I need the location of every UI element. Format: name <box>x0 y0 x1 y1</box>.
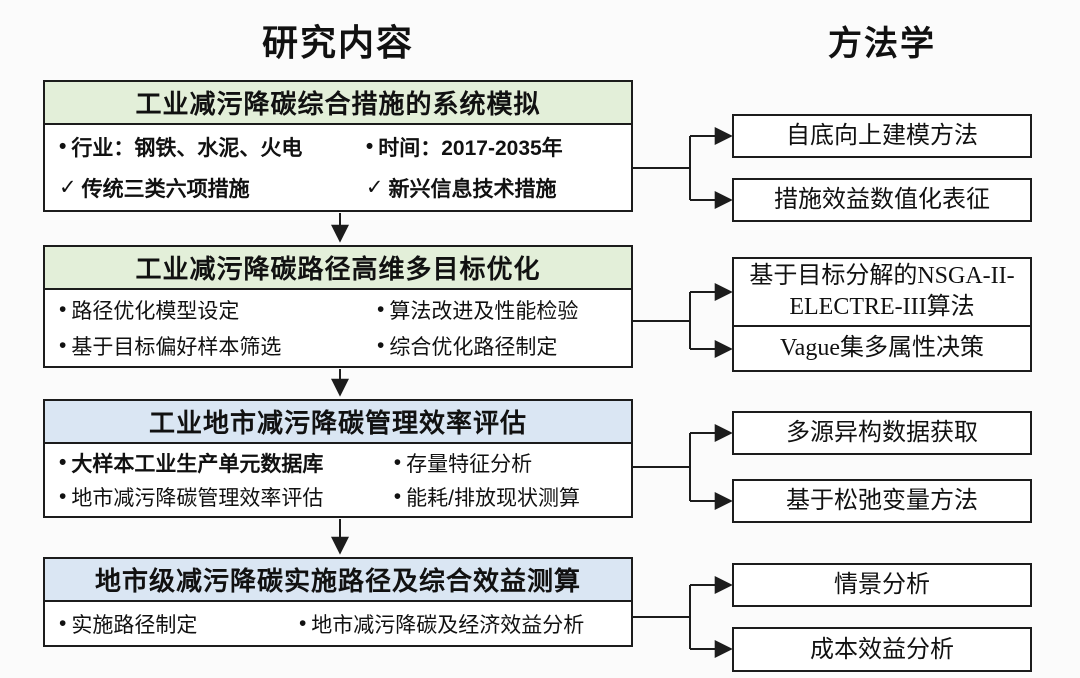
section-2-header: 工业减污降碳路径高维多目标优化 <box>45 247 631 290</box>
branch-section-4 <box>633 585 691 649</box>
item-text: 算法改进及性能检验 <box>389 300 579 323</box>
bullet-icon: • <box>59 334 67 357</box>
bullet-icon: • <box>59 485 67 508</box>
section-1-row-2: ✓ 传统三类六项措施 ✓ 新兴信息技术措施 <box>45 168 631 209</box>
item-text: 行业：钢铁、水泥、火电 <box>71 137 303 161</box>
item-text: 时间：2017-2035年 <box>378 137 563 161</box>
section-2-row-2: • 基于目标偏好样本筛选 • 综合优化路径制定 <box>45 328 631 364</box>
item-text: 综合优化路径制定 <box>389 336 558 359</box>
column-title-methodology: 方法学 <box>828 25 936 63</box>
method-label: 情景分析 <box>834 571 930 599</box>
bullet-icon: • <box>377 334 385 357</box>
method-label: 基于目标分解的NSGA-II-ELECTRE-III算法 <box>749 262 1015 320</box>
checkmark-icon: ✓ <box>59 176 77 200</box>
bullet-icon: • <box>59 298 67 321</box>
item-text: 大样本工业生产单元数据库 <box>71 453 324 476</box>
branch-section-2 <box>633 292 691 349</box>
list-item: • 行业：钢铁、水泥、火电 <box>59 132 366 162</box>
method-box-multi-source-data: 多源异构数据获取 <box>732 411 1032 455</box>
research-box-multiobjective-optimization: 工业减污降碳路径高维多目标优化 • 路径优化模型设定 • 算法改进及性能检验 •… <box>43 245 633 368</box>
list-item: • 大样本工业生产单元数据库 <box>59 448 394 478</box>
item-text: 能耗/排放现状测算 <box>406 487 580 510</box>
method-box-nsga-ii-electre-iii: 基于目标分解的NSGA-II-ELECTRE-III算法 <box>732 257 1032 327</box>
method-label: 措施效益数值化表征 <box>774 186 990 214</box>
list-item: • 时间：2017-2035年 <box>366 132 563 162</box>
section-1-header: 工业减污降碳综合措施的系统模拟 <box>45 82 631 125</box>
bullet-icon: • <box>298 611 307 635</box>
method-label: Vague集多属性决策 <box>780 334 984 361</box>
item-text: 存量特征分析 <box>406 453 533 476</box>
method-box-scenario-analysis: 情景分析 <box>732 563 1032 607</box>
method-box-measure-benefit-quantification: 措施效益数值化表征 <box>732 178 1032 222</box>
bullet-icon: • <box>365 135 374 159</box>
bullet-icon: • <box>393 451 402 474</box>
branch-section-3 <box>633 433 691 501</box>
item-text: 路径优化模型设定 <box>71 300 240 323</box>
section-2-row-1: • 路径优化模型设定 • 算法改进及性能检验 <box>45 292 631 328</box>
method-box-slack-variable: 基于松弛变量方法 <box>732 479 1032 523</box>
list-item: • 能耗/排放现状测算 <box>394 482 580 512</box>
bullet-icon: • <box>377 298 385 321</box>
branch-section-1 <box>633 136 691 200</box>
research-box-systems-simulation: 工业减污降碳综合措施的系统模拟 • 行业：钢铁、水泥、火电 • 时间：2017-… <box>43 80 633 212</box>
method-box-bottom-up-modeling: 自底向上建模方法 <box>732 114 1032 158</box>
method-box-vague-set-decision: Vague集多属性决策 <box>732 325 1032 372</box>
list-item: • 算法改进及性能检验 <box>377 295 578 325</box>
item-text: 地市减污降碳管理效率评估 <box>71 487 324 510</box>
bullet-icon: • <box>393 485 402 508</box>
section-1-body: • 行业：钢铁、水泥、火电 • 时间：2017-2035年 ✓ 传统三类六项措施… <box>45 125 631 210</box>
method-label: 自底向上建模方法 <box>786 122 978 150</box>
list-item: • 路径优化模型设定 <box>59 295 377 325</box>
research-box-implementation-path-benefit: 地市级减污降碳实施路径及综合效益测算 • 实施路径制定 • 地市减污降碳及经济效… <box>43 557 633 647</box>
method-label: 基于松弛变量方法 <box>786 487 978 515</box>
item-text: 实施路径制定 <box>71 613 198 637</box>
list-item: • 综合优化路径制定 <box>377 331 557 361</box>
bullet-icon: • <box>59 135 67 159</box>
item-text: 新兴信息技术措施 <box>388 177 557 201</box>
list-item: • 实施路径制定 <box>59 609 299 639</box>
section-3-header: 工业地市减污降碳管理效率评估 <box>45 401 631 444</box>
method-label: 成本效益分析 <box>810 635 954 663</box>
list-item: ✓ 传统三类六项措施 <box>59 173 366 203</box>
list-item: • 地市减污降碳管理效率评估 <box>59 482 394 512</box>
bullet-icon: • <box>59 611 67 635</box>
section-4-body: • 实施路径制定 • 地市减污降碳及经济效益分析 <box>45 602 631 645</box>
section-2-body: • 路径优化模型设定 • 算法改进及性能检验 • 基于目标偏好样本筛选 • 综合… <box>45 290 631 366</box>
section-4-row-1: • 实施路径制定 • 地市减污降碳及经济效益分析 <box>45 604 631 643</box>
list-item: • 基于目标偏好样本筛选 <box>59 331 377 361</box>
list-item: • 存量特征分析 <box>394 448 532 478</box>
method-label: 多源异构数据获取 <box>786 419 978 447</box>
item-text: 地市减污降碳及经济效益分析 <box>311 613 585 637</box>
list-item: • 地市减污降碳及经济效益分析 <box>299 609 584 639</box>
item-text: 传统三类六项措施 <box>81 177 250 201</box>
section-3-body: • 大样本工业生产单元数据库 • 存量特征分析 • 地市减污降碳管理效率评估 •… <box>45 444 631 516</box>
section-1-row-1: • 行业：钢铁、水泥、火电 • 时间：2017-2035年 <box>45 127 631 168</box>
bullet-icon: • <box>59 451 67 474</box>
list-item: ✓ 新兴信息技术措施 <box>366 173 557 203</box>
item-text: 基于目标偏好样本筛选 <box>71 336 282 359</box>
section-3-row-1: • 大样本工业生产单元数据库 • 存量特征分析 <box>45 446 631 480</box>
section-3-row-2: • 地市减污降碳管理效率评估 • 能耗/排放现状测算 <box>45 480 631 514</box>
method-box-cost-benefit-analysis: 成本效益分析 <box>732 627 1032 672</box>
research-box-management-efficiency-evaluation: 工业地市减污降碳管理效率评估 • 大样本工业生产单元数据库 • 存量特征分析 •… <box>43 399 633 518</box>
column-title-research-content: 研究内容 <box>261 22 414 63</box>
section-4-header: 地市级减污降碳实施路径及综合效益测算 <box>45 559 631 602</box>
checkmark-icon: ✓ <box>365 176 384 200</box>
